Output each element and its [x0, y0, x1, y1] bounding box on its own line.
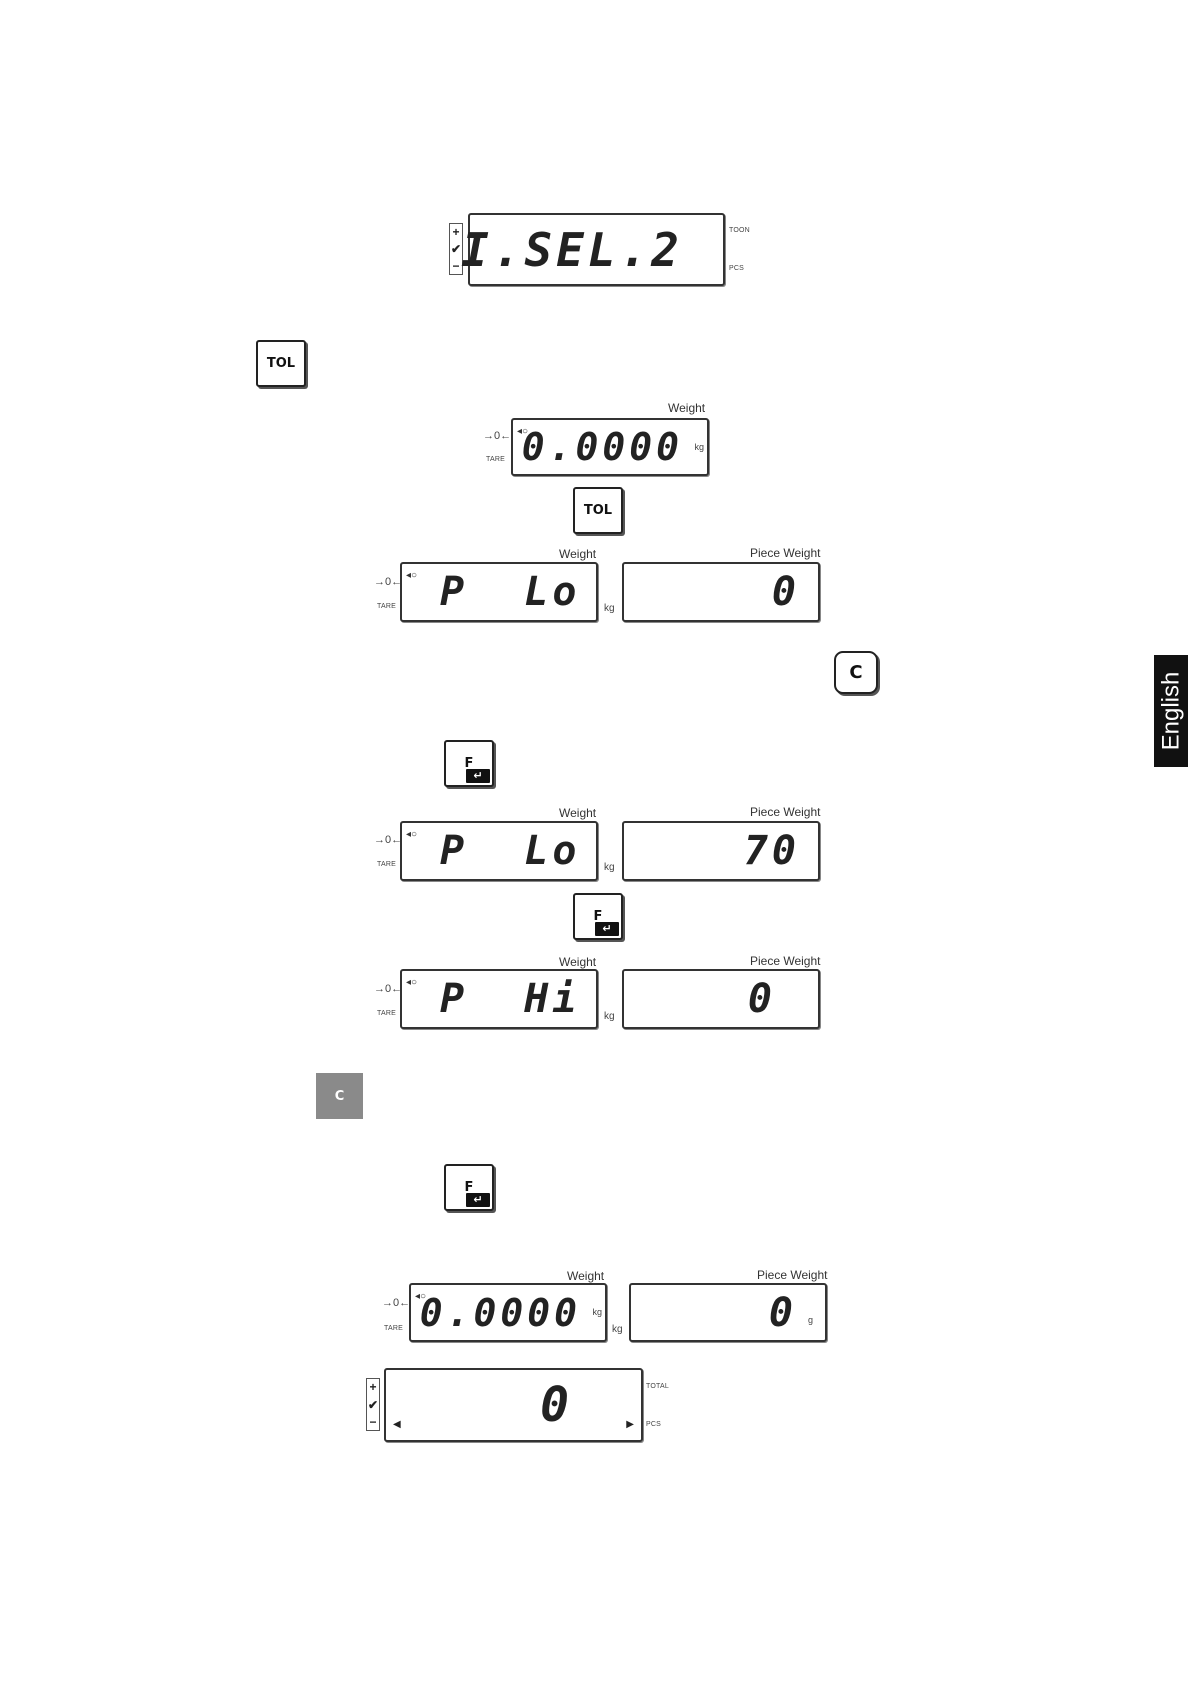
weight-display: ◂○ P Lo — [400, 821, 598, 881]
unit-kg: kg — [604, 603, 615, 614]
unit-kg: kg — [604, 862, 615, 873]
weight-label: Weight — [559, 547, 596, 561]
count-value: 0 — [540, 1381, 573, 1429]
tare-label: TARE — [377, 603, 396, 610]
weight-display: ◂○ P Lo — [400, 562, 598, 622]
toon-label: TOON — [729, 227, 750, 234]
indicator-column: + ✔ − — [366, 1378, 380, 1431]
piece-weight-label: Piece Weight — [750, 546, 820, 560]
piece-weight-value: 70 — [744, 831, 800, 871]
unit-kg: kg — [694, 442, 704, 452]
plus-icon: + — [452, 225, 459, 239]
weight-label: Weight — [559, 955, 596, 969]
weight-display-value: P Lo — [440, 572, 580, 612]
enter-icon: ↵ — [595, 922, 619, 936]
weight-display: ◂○ 0.0000 kg — [409, 1283, 607, 1342]
tare-label: TARE — [377, 861, 396, 868]
f-key[interactable]: F ↵ — [444, 740, 494, 787]
tare-label: TARE — [384, 1325, 403, 1332]
weight-display-value: 0.0000 — [420, 1294, 581, 1332]
weight-display-value: P Lo — [440, 831, 580, 871]
language-tab: English — [1154, 655, 1188, 767]
piece-weight-value: 0 — [772, 572, 800, 612]
unit-g: g — [808, 1315, 813, 1325]
weight-label: Weight — [567, 1269, 604, 1283]
piece-weight-value: 0 — [769, 1293, 797, 1333]
check-icon: ✔ — [368, 1398, 378, 1412]
minus-icon: − — [369, 1415, 376, 1429]
count-display: ◀ 0 ▶ — [384, 1368, 643, 1442]
piece-weight-label: Piece Weight — [750, 954, 820, 968]
c-key[interactable]: C — [834, 651, 878, 694]
tare-label: TARE — [486, 456, 505, 463]
piece-weight-label: Piece Weight — [750, 805, 820, 819]
piece-weight-display: 0 — [622, 562, 820, 622]
c-key-grey[interactable]: C — [316, 1073, 363, 1119]
weight-label: Weight — [559, 806, 596, 820]
arrow-left-icon: ◀ — [393, 1419, 401, 1430]
stable-icon: ◂○ — [406, 570, 417, 581]
weight-display-value: 0.0000 — [522, 428, 683, 466]
weight-display: ◂○ P Hi — [400, 969, 598, 1029]
piece-weight-display: 0 g — [629, 1283, 827, 1342]
weight-display: ◂○ 0.0000 kg — [511, 418, 709, 476]
enter-icon: ↵ — [466, 769, 490, 783]
f-key[interactable]: F ↵ — [444, 1164, 494, 1211]
unit-kg: kg — [604, 1011, 615, 1022]
language-tab-label: English — [1157, 672, 1185, 751]
tare-symbol: →0← — [382, 1297, 410, 1309]
tare-symbol: →0← — [483, 430, 511, 442]
piece-weight-display: 0 — [622, 969, 820, 1029]
total-label: TOTAL — [646, 1383, 669, 1390]
check-icon: ✔ — [451, 242, 461, 256]
minus-icon: − — [452, 259, 459, 273]
pcs-label: PCS — [729, 265, 744, 272]
tare-label: TARE — [377, 1010, 396, 1017]
sel-display: I.SEL.2 — [468, 213, 725, 286]
enter-icon: ↵ — [466, 1193, 490, 1207]
unit-kg: kg — [612, 1324, 623, 1335]
tare-symbol: →0← — [374, 576, 402, 588]
unit-kg: kg — [592, 1307, 602, 1317]
tol-key[interactable]: TOL — [256, 340, 306, 387]
stable-icon: ◂○ — [406, 977, 417, 988]
piece-weight-value: 0 — [748, 979, 776, 1019]
piece-weight-display: 70 — [622, 821, 820, 881]
piece-weight-label: Piece Weight — [757, 1268, 827, 1282]
plus-icon: + — [369, 1380, 376, 1394]
stable-icon: ◂○ — [406, 829, 417, 840]
tol-key-center[interactable]: TOL — [573, 487, 623, 534]
weight-display-value: P Hi — [440, 979, 580, 1019]
weight-label: Weight — [668, 401, 705, 415]
f-key-center[interactable]: F ↵ — [573, 893, 623, 940]
tare-symbol: →0← — [374, 983, 402, 995]
sel-display-value: I.SEL.2 — [461, 227, 683, 273]
arrow-right-icon: ▶ — [626, 1419, 634, 1430]
tare-symbol: →0← — [374, 834, 402, 846]
pcs-label: PCS — [646, 1421, 661, 1428]
